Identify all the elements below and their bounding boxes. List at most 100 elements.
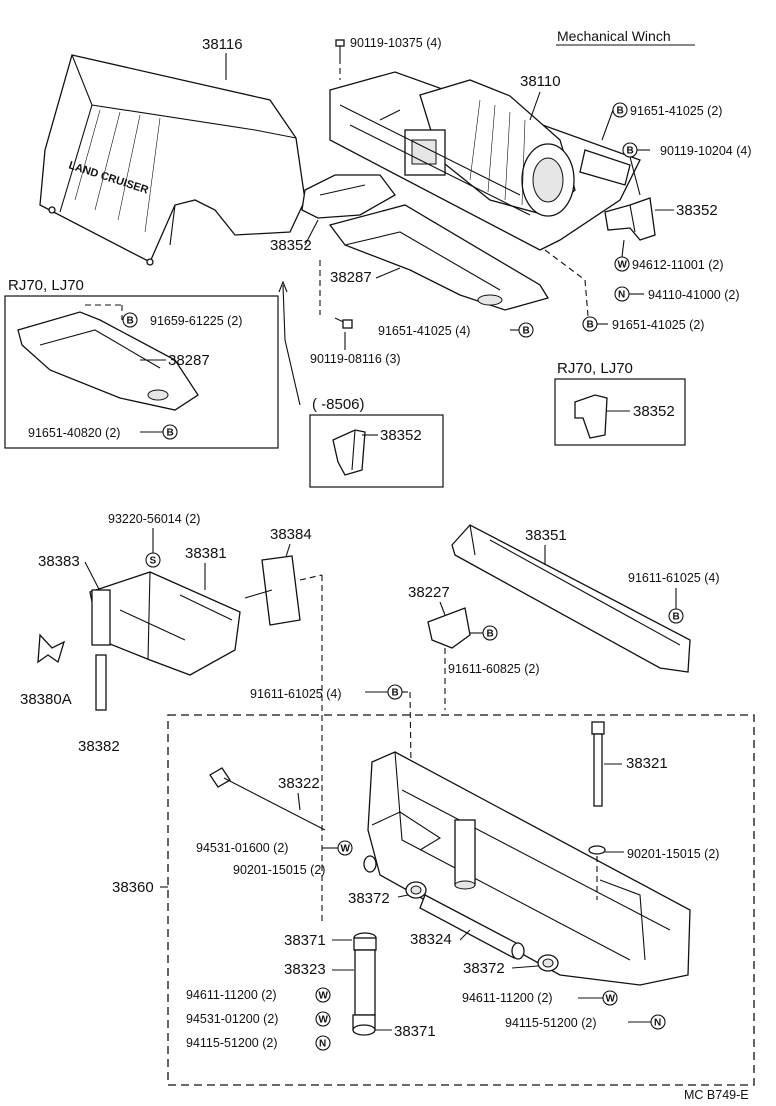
washer-icon <box>363 855 377 873</box>
bolt-icon <box>334 317 353 329</box>
svg-text:N: N <box>319 1039 326 1050</box>
label-90119-08116: 90119-08116 (3) <box>310 352 401 366</box>
svg-text:W: W <box>606 994 616 1005</box>
svg-text:N: N <box>618 290 625 301</box>
label-38383: 38383 <box>38 553 80 570</box>
svg-text:W: W <box>319 1015 329 1026</box>
b-symbol-icon: B <box>668 608 684 624</box>
label-91651-41025-a: 91651-41025 (2) <box>630 104 722 118</box>
b-symbol-icon: B <box>482 625 498 641</box>
label-90119-10375: 90119-10375 (4) <box>350 36 442 50</box>
bolt-icon <box>335 39 345 58</box>
label-94531-01200: 94531-01200 (2) <box>186 1012 278 1026</box>
label-38352-b: 38352 <box>270 237 312 254</box>
w-symbol-icon: W <box>315 1011 331 1027</box>
bracket-illustration <box>332 429 366 476</box>
label-38352-d: 38352 <box>633 403 675 420</box>
label-38321: 38321 <box>626 755 668 772</box>
label-94115-51200-b: 94115-51200 (2) <box>505 1016 597 1030</box>
skid-plate-illustration <box>328 204 550 311</box>
label-91651-41025-c: 91651-41025 (2) <box>612 318 704 332</box>
svg-text:W: W <box>319 991 329 1002</box>
label-94611-11200-a: 94611-11200 (2) <box>186 988 277 1002</box>
label-93220-56014: 93220-56014 (2) <box>108 512 200 526</box>
b-symbol-icon: B <box>162 424 178 440</box>
label-38360: 38360 <box>112 879 154 896</box>
winch-assembly-illustration <box>329 71 641 251</box>
skid-plate-illustration <box>17 311 199 411</box>
bolt-icon <box>209 767 326 831</box>
winch-cover-illustration: LAND CRUISER <box>39 54 306 266</box>
svg-text:B: B <box>487 629 494 640</box>
label-94115-51200-a: 94115-51200 (2) <box>186 1036 278 1050</box>
label-38381: 38381 <box>185 545 227 562</box>
label-38371-a: 38371 <box>284 932 326 949</box>
label-38324: 38324 <box>410 931 452 948</box>
w-symbol-icon: W <box>602 990 618 1006</box>
svg-text:W: W <box>341 844 351 855</box>
b-symbol-icon: B <box>122 312 138 328</box>
bracket-illustration <box>574 394 608 439</box>
label-90119-10204: 90119-10204 (4) <box>660 144 752 158</box>
w-symbol-icon: W <box>614 256 630 272</box>
label-38287-a: 38287 <box>330 269 372 286</box>
b-symbol-icon: B <box>582 316 598 332</box>
n-symbol-icon: N <box>614 286 630 302</box>
bracket-illustration <box>301 174 396 219</box>
variant-box-right <box>554 378 686 446</box>
label-94611-11200-b: 94611-11200 (2) <box>462 991 553 1005</box>
label-38351: 38351 <box>525 527 567 544</box>
label-38110: 38110 <box>520 73 561 90</box>
svg-text:B: B <box>627 146 634 157</box>
variant-label-right: RJ70, LJ70 <box>557 360 633 377</box>
label-38227: 38227 <box>408 584 450 601</box>
svg-text:N: N <box>654 1018 661 1029</box>
label-94612-11001: 94612-11001 (2) <box>632 258 724 272</box>
svg-text:B: B <box>392 688 399 699</box>
assembly-38360-box <box>167 714 755 1086</box>
s-symbol-icon: S <box>145 552 161 568</box>
cross-member-illustration <box>451 524 691 673</box>
svg-text:B: B <box>617 106 624 117</box>
bolt-icon <box>591 721 605 807</box>
label-38371-b: 38371 <box>394 1023 436 1040</box>
label-90201-15015-a: 90201-15015 (2) <box>233 863 325 877</box>
svg-text:B: B <box>167 428 174 439</box>
pin-icon <box>95 654 107 711</box>
b-symbol-icon: B <box>518 322 534 338</box>
svg-text:B: B <box>127 316 134 327</box>
svg-text:S: S <box>150 556 157 567</box>
label-91651-40820: 91651-40820 (2) <box>28 426 120 440</box>
w-symbol-icon: W <box>337 840 353 856</box>
label-38384: 38384 <box>270 526 312 543</box>
bracket-illustration <box>604 197 656 241</box>
diagram-title: Mechanical Winch <box>557 28 671 44</box>
label-90201-15015-b: 90201-15015 (2) <box>627 847 719 861</box>
diagram-code: MC B749-E <box>684 1088 749 1102</box>
svg-text:B: B <box>523 326 530 337</box>
svg-text:W: W <box>618 260 628 271</box>
variant-label-8506: ( -8506) <box>312 396 365 413</box>
label-38352-c: 38352 <box>380 427 422 444</box>
label-38287-b: 38287 <box>168 352 210 369</box>
shaft-illustration <box>352 932 377 1036</box>
tube-illustration <box>419 894 525 960</box>
variant-label-left: RJ70, LJ70 <box>8 277 84 294</box>
label-38380a: 38380A <box>20 691 72 708</box>
label-38116: 38116 <box>202 36 243 53</box>
label-38322: 38322 <box>278 775 320 792</box>
label-91611-60825: 91611-60825 (2) <box>448 662 540 676</box>
winch-mount-illustration <box>89 555 323 925</box>
label-38382: 38382 <box>78 738 120 755</box>
bushing-icon <box>537 954 559 972</box>
wing-nut-icon <box>37 633 66 664</box>
label-38323: 38323 <box>284 961 326 978</box>
svg-text:B: B <box>673 612 680 623</box>
b-symbol-icon: B <box>612 102 628 118</box>
n-symbol-icon: N <box>650 1014 666 1030</box>
label-38372-b: 38372 <box>463 960 505 977</box>
label-91611-61025-b: 91611-61025 (4) <box>250 687 342 701</box>
w-symbol-icon: W <box>315 987 331 1003</box>
bushing-icon <box>405 881 427 899</box>
variant-box-8506 <box>309 414 444 488</box>
